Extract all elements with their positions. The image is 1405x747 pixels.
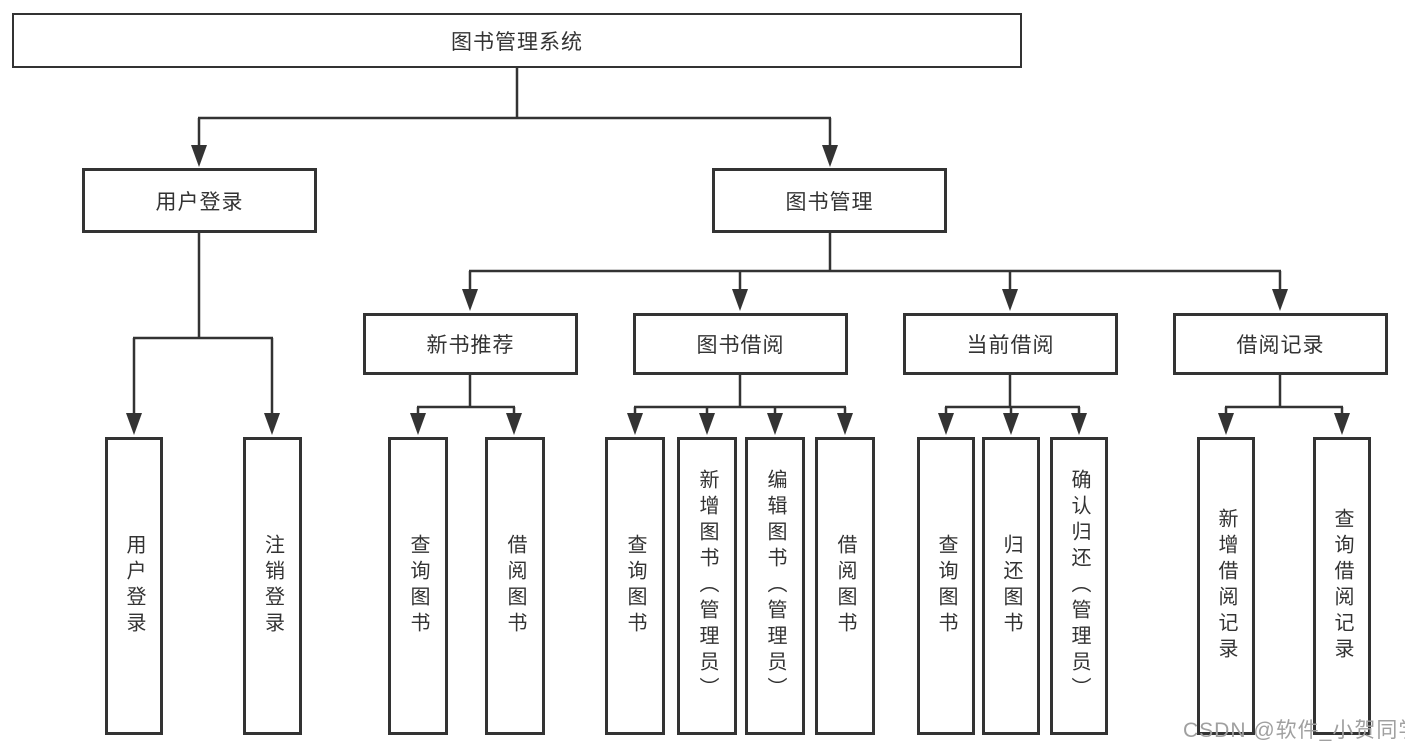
leaf-edit-books-admin: 编辑图书（管理员） [745, 437, 805, 735]
leaf-return-books-label: 归还图书 [1000, 534, 1022, 638]
leaf-logout-label: 注销登录 [261, 534, 284, 638]
leaf-recommend-query-books-label: 查询图书 [407, 534, 429, 638]
leaf-borrow-books: 借阅图书 [815, 437, 875, 735]
leaf-user-login-label: 用户登录 [123, 534, 145, 638]
leaf-borrow-query-books-label: 查询图书 [624, 534, 646, 638]
node-current-borrow: 当前借阅 [903, 313, 1118, 375]
node-new-book-recommend: 新书推荐 [363, 313, 578, 375]
leaf-query-borrow-record: 查询借阅记录 [1313, 437, 1371, 735]
leaf-current-query-books-label: 查询图书 [935, 534, 957, 638]
leaf-confirm-return-admin-label: 确认归还（管理员） [1068, 469, 1090, 703]
leaf-borrow-books-label: 借阅图书 [834, 534, 856, 638]
leaf-add-borrow-record: 新增借阅记录 [1197, 437, 1255, 735]
node-book-management: 图书管理 [712, 168, 947, 233]
leaf-add-borrow-record-label: 新增借阅记录 [1215, 508, 1237, 664]
leaf-current-query-books: 查询图书 [917, 437, 975, 735]
leaf-recommend-borrow-books-label: 借阅图书 [504, 534, 526, 638]
leaf-borrow-query-books: 查询图书 [605, 437, 665, 735]
node-book-management-system: 图书管理系统 [12, 13, 1022, 68]
node-user-login: 用户登录 [82, 168, 317, 233]
csdn-watermark: CSDN @软件_小贺同学 [1183, 719, 1405, 742]
leaf-recommend-borrow-books: 借阅图书 [485, 437, 545, 735]
leaf-recommend-query-books: 查询图书 [388, 437, 448, 735]
leaf-add-books-admin-label: 新增图书（管理员） [696, 469, 718, 703]
leaf-return-books: 归还图书 [982, 437, 1040, 735]
leaf-add-books-admin: 新增图书（管理员） [677, 437, 737, 735]
leaf-query-borrow-record-label: 查询借阅记录 [1331, 508, 1353, 664]
leaf-edit-books-admin-label: 编辑图书（管理员） [764, 469, 786, 703]
leaf-confirm-return-admin: 确认归还（管理员） [1050, 437, 1108, 735]
node-borrow-records: 借阅记录 [1173, 313, 1388, 375]
leaf-user-login: 用户登录 [105, 437, 163, 735]
leaf-logout: 注销登录 [243, 437, 302, 735]
node-book-borrow: 图书借阅 [633, 313, 848, 375]
